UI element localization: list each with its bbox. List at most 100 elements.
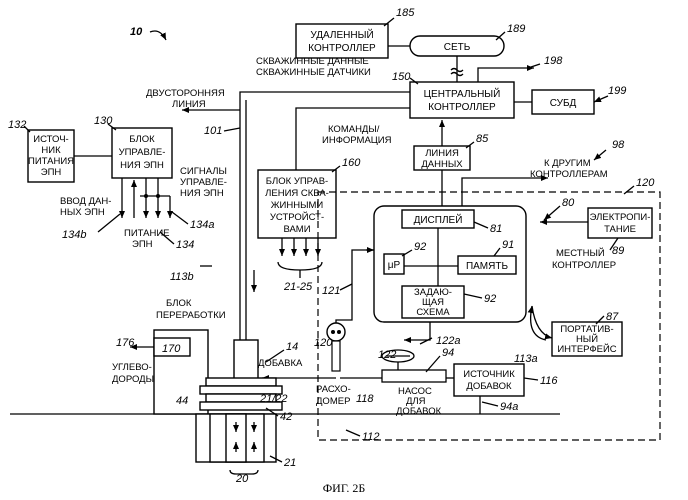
epn-control-signals-label-3: НИЯ ЭПН bbox=[180, 188, 224, 199]
ref-113a: 113a bbox=[514, 353, 538, 365]
additive-source-label-2: ДОБАВОК bbox=[466, 381, 512, 392]
ref-91: 91 bbox=[502, 239, 514, 251]
data-line-label-1: ЛИНИЯ bbox=[425, 148, 459, 159]
central-controller-label-1: ЦЕНТРАЛЬНЫЙ bbox=[424, 87, 501, 100]
ref-199: 199 bbox=[608, 85, 626, 97]
bidirectional-line-label-2: ЛИНИЯ bbox=[172, 99, 206, 110]
dbms-block: СУБД bbox=[532, 90, 594, 114]
memory-block: ПАМЯТЬ bbox=[458, 256, 516, 274]
processing-block-label-1: БЛОК bbox=[166, 298, 192, 309]
ref-94a: 94a bbox=[500, 401, 518, 413]
ref-134: 134 bbox=[176, 239, 194, 251]
ref-81: 81 bbox=[490, 223, 502, 235]
setpoint-label-3: СХЕМА bbox=[416, 307, 450, 318]
ref-112: 112 bbox=[362, 431, 380, 443]
ref-120: 120 bbox=[636, 177, 655, 189]
ref-21-22: 21/22 bbox=[259, 393, 288, 405]
bidirectional-line-upper bbox=[240, 92, 410, 130]
ref-89: 89 bbox=[612, 245, 624, 257]
well-device-label-5: ВАМИ bbox=[283, 224, 310, 235]
well-data-label-1: СКВАЖИННЫЕ ДАННЫЕ bbox=[256, 56, 369, 67]
remote-controller-block: УДАЛЕННЫЙ КОНТРОЛЛЕР bbox=[296, 24, 388, 58]
to-other-controllers-label-2: КОНТРОЛЛЕРАМ bbox=[530, 169, 608, 180]
memory-label: ПАМЯТЬ bbox=[466, 261, 509, 272]
display-label: ДИСПЛЕЙ bbox=[414, 213, 463, 226]
power-supply-block: ЭЛЕКТРОПИ- ТАНИЕ bbox=[588, 208, 652, 238]
ref-122: 122 bbox=[378, 349, 396, 361]
epn-power-source-label-3: ПИТАНИЯ bbox=[28, 156, 74, 167]
additive-source-block: ИСТОЧНИК ДОБАВОК bbox=[454, 364, 524, 396]
epn-control-signals-label-1: СИГНАЛЫ bbox=[180, 166, 227, 177]
ref-44-label: 44 bbox=[176, 395, 188, 407]
ref-20: 20 bbox=[235, 473, 249, 485]
portable-interface-block: ПОРТАТИВ- НЫЙ ИНТЕРФЕЙС bbox=[552, 322, 622, 356]
network-block: СЕТЬ bbox=[410, 36, 504, 56]
flowmeter-label-2: ДОМЕР bbox=[316, 396, 350, 407]
ref-134a: 134a bbox=[190, 219, 214, 231]
setpoint-circuit-block: ЗАДАЮ- ЩАЯ СХЕМА bbox=[402, 286, 464, 318]
ref-113b: 113b bbox=[170, 271, 194, 283]
commands-label-1: КОМАНДЫ/ bbox=[328, 124, 380, 135]
epn-power-source-block: ИСТОЧ- НИК ПИТАНИЯ ЭПН bbox=[28, 130, 74, 182]
additive-source-label-1: ИСТОЧНИК bbox=[463, 369, 515, 380]
bidirectional-line-label-1: ДВУСТОРОННЯЯ bbox=[146, 88, 225, 99]
ref-132: 132 bbox=[8, 119, 26, 131]
well-device-label-3: ЖИННЫМИ bbox=[271, 200, 324, 211]
epn-control-block: БЛОК УПРАВЛЕ- НИЯ ЭПН bbox=[112, 128, 172, 178]
ref-14: 14 bbox=[286, 341, 298, 353]
ref-98: 98 bbox=[612, 139, 625, 151]
ref-122a: 122a bbox=[436, 335, 460, 347]
output-198-arrow bbox=[478, 68, 534, 82]
ref-198: 198 bbox=[544, 55, 563, 67]
ref-118: 118 bbox=[356, 393, 374, 405]
well-device-label-1: БЛОК УПРАВ- bbox=[266, 176, 328, 187]
display-block: ДИСПЛЕЙ bbox=[402, 210, 474, 228]
ref-116: 116 bbox=[540, 375, 558, 387]
ref-189: 189 bbox=[507, 23, 525, 35]
epn-data-input-label-2: НЫХ ЭПН bbox=[60, 207, 105, 218]
data-line-label-2: ДАННЫХ bbox=[421, 159, 463, 170]
epn-control-signals-label-2: УПРАВЛЕ- bbox=[180, 177, 227, 188]
portable-interface-label-3: ИНТЕРФЕЙС bbox=[557, 343, 616, 355]
processing-unit-ref: 170 bbox=[162, 343, 181, 355]
epn-control-label-2: УПРАВЛЕ- bbox=[119, 147, 166, 158]
hydrocarbons-label-2: ДОРОДЫ bbox=[112, 374, 154, 385]
ref-92-up: 92 bbox=[414, 241, 426, 253]
remote-controller-label-1: УДАЛЕННЫЙ bbox=[310, 28, 373, 41]
commands-label-2: ИНФОРМАЦИЯ bbox=[322, 135, 392, 146]
remote-controller-label-2: КОНТРОЛЛЕР bbox=[308, 43, 376, 54]
power-supply-label-2: ТАНИЕ bbox=[604, 224, 636, 235]
well-device-label-4: УСТРОЙСТ- bbox=[270, 211, 324, 223]
processing-block-label-2: ПЕРЕРАБОТКИ bbox=[156, 310, 226, 321]
ref-185: 185 bbox=[396, 7, 415, 19]
epn-power-label-2: ЭПН bbox=[132, 239, 153, 250]
power-supply-label-1: ЭЛЕКТРОПИ- bbox=[590, 212, 651, 223]
ref-87: 87 bbox=[606, 311, 619, 323]
ref-85: 85 bbox=[476, 133, 489, 145]
epn-power-source-label-4: ЭПН bbox=[41, 167, 62, 178]
ref-176: 176 bbox=[116, 337, 135, 349]
epn-power-source-label-2: НИК bbox=[41, 145, 61, 156]
to-other-controllers-label-1: К ДРУГИМ bbox=[544, 158, 591, 169]
epn-control-label-1: БЛОК bbox=[129, 134, 155, 145]
local-controller-label-2: КОНТРОЛЛЕР bbox=[552, 260, 616, 271]
controller-to-pump-line bbox=[404, 322, 430, 340]
figure-ref-10: 10 bbox=[130, 26, 143, 38]
flowmeter-label-1: РАСХО- bbox=[316, 384, 351, 395]
ref-160: 160 bbox=[342, 157, 361, 169]
ref-101: 101 bbox=[204, 125, 222, 137]
central-controller-block: ЦЕНТРАЛЬНЫЙ КОНТРОЛЛЕР bbox=[410, 82, 514, 118]
ref-150: 150 bbox=[392, 71, 411, 83]
ref-42: 42 bbox=[280, 411, 292, 423]
ref-121: 121 bbox=[322, 285, 340, 297]
pump-label-3: ДОБАВОК bbox=[396, 406, 442, 417]
well-device-label-2: ЛЕНИЯ СКВА- bbox=[265, 188, 329, 199]
well-data-label-2: СКВАЖИННЫЕ ДАТЧИКИ bbox=[256, 67, 371, 78]
ref-134b: 134b bbox=[62, 229, 86, 241]
additive-label: ДОБАВКА bbox=[258, 358, 303, 369]
epn-data-input-label-1: ВВОД ДАН- bbox=[60, 196, 111, 207]
figure-caption: ФИГ. 2Б bbox=[323, 481, 366, 495]
range-21-25: 21-25 bbox=[283, 281, 313, 293]
ref-80: 80 bbox=[562, 197, 575, 209]
